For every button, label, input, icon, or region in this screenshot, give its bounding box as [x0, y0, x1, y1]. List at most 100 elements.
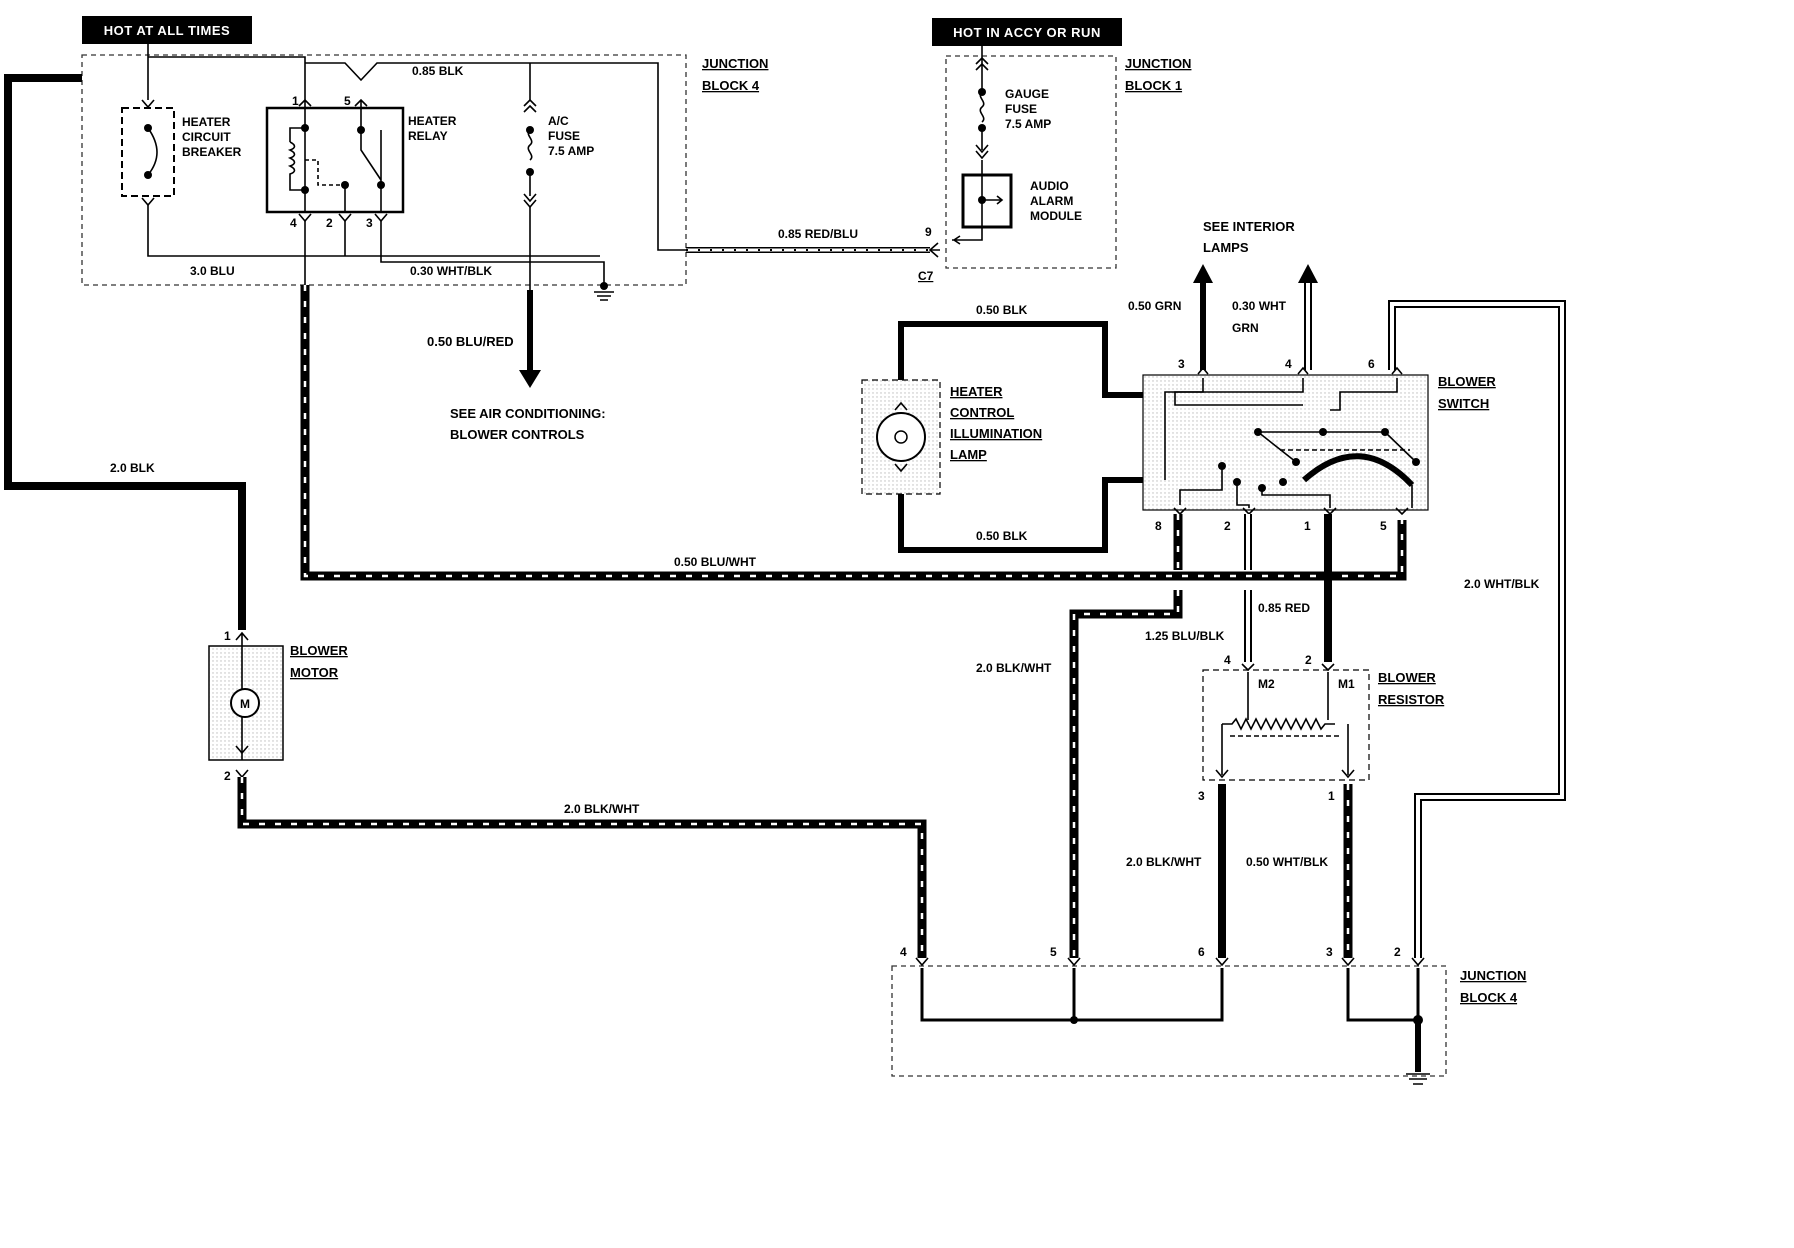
wire-20-blk-wht-bottom: 2.0 BLK/WHT: [1126, 855, 1202, 869]
blower-motor: M: [208, 631, 284, 779]
junction-block-4-top-label-1: JUNCTION: [702, 56, 768, 71]
wire-085-blk: 0.85 BLK: [412, 64, 464, 78]
ac-fuse: [523, 63, 537, 290]
junction-pin-5: 5: [1050, 945, 1057, 959]
resistor-pin-3: 3: [1198, 789, 1205, 803]
resistor-m2: M2: [1258, 677, 1275, 691]
switch-pin-6: 6: [1368, 357, 1375, 371]
wire-20-wht-blk: 2.0 WHT/BLK: [1464, 577, 1540, 591]
wiring-diagram: HOT AT ALL TIMES HOT IN ACCY OR RUN JUNC…: [4, 16, 1566, 1085]
wire-20-blk-wht-left: 2.0 BLK/WHT: [564, 802, 640, 816]
switch-pin-4: 4: [1285, 357, 1292, 371]
svg-text:HOT IN ACCY OR RUN: HOT IN ACCY OR RUN: [953, 25, 1101, 40]
wire-050-blu-wht: 0.50 BLU/WHT: [674, 555, 757, 569]
switch-pin-8: 8: [1155, 519, 1162, 533]
relay-pin-4: 4: [290, 216, 297, 230]
ac-fuse-label-2: FUSE: [548, 129, 580, 143]
relay-pin-1: 1: [292, 94, 299, 108]
relay-pin-5: 5: [344, 94, 351, 108]
wire-125-blu-blk: 1.25 BLU/BLK: [1145, 629, 1225, 643]
gauge-fuse-label-1: GAUGE: [1005, 87, 1049, 101]
audio-alarm-module: [952, 160, 1013, 245]
lamp-label-3: ILLUMINATION: [950, 426, 1042, 441]
wire-30-blu: 3.0 BLU: [190, 264, 235, 278]
gauge-fuse-label-2: FUSE: [1005, 102, 1037, 116]
audio-alarm-module-label-3: MODULE: [1030, 209, 1082, 223]
wire-085-red: 0.85 RED: [1258, 601, 1310, 615]
ground-icon: [594, 282, 614, 301]
blower-motor-label-2: MOTOR: [290, 665, 339, 680]
junction-block-1-label-2: BLOCK 1: [1125, 78, 1182, 93]
wire-050-grn: 0.50 GRN: [1128, 299, 1181, 313]
resistor-pin-1: 1: [1328, 789, 1335, 803]
heater-circuit-breaker-label-2: CIRCUIT: [182, 130, 231, 144]
heater-control-illumination-lamp: [861, 321, 1143, 553]
junction-block-4-bottom-label-1: JUNCTION: [1460, 968, 1526, 983]
gauge-fuse: [975, 46, 989, 160]
heater-circuit-breaker: [121, 99, 600, 257]
connector-c7: C7: [918, 269, 934, 283]
junction-block-4-top-label-2: BLOCK 4: [702, 78, 760, 93]
wire-20-blk-wht-mid: 2.0 BLK/WHT: [976, 661, 1052, 675]
wire-20-blk: 2.0 BLK: [110, 461, 155, 475]
junction-pin-2: 2: [1394, 945, 1401, 959]
see-air-conditioning-2: BLOWER CONTROLS: [450, 427, 585, 442]
hot-at-all-times-header: HOT AT ALL TIMES: [82, 16, 252, 44]
resistor-pin-4: 4: [1224, 653, 1231, 667]
motor-pin-1: 1: [224, 629, 231, 643]
lamp-label-4: LAMP: [950, 447, 987, 462]
relay-pin-3: 3: [366, 216, 373, 230]
see-air-conditioning-1: SEE AIR CONDITIONING:: [450, 406, 606, 421]
switch-pin-1: 1: [1304, 519, 1311, 533]
ac-fuse-label-3: 7.5 AMP: [548, 144, 594, 158]
junction-block-1: [945, 55, 1117, 269]
wire-050-wht-blk-bottom: 0.50 WHT/BLK: [1246, 855, 1328, 869]
switch-pin-3: 3: [1178, 357, 1185, 371]
svg-text:HOT AT ALL TIMES: HOT AT ALL TIMES: [104, 23, 230, 38]
wire-050-blk-top: 0.50 BLK: [976, 303, 1028, 317]
wire-085-red-blu: 0.85 RED/BLU: [778, 227, 858, 241]
gauge-fuse-label-3: 7.5 AMP: [1005, 117, 1051, 131]
junction-block-1-label-1: JUNCTION: [1125, 56, 1191, 71]
heater-relay: [265, 98, 605, 288]
lamp-label-2: CONTROL: [950, 405, 1014, 420]
lamp-label-1: HEATER: [950, 384, 1003, 399]
junction-bottom-bus: [915, 957, 1430, 1085]
junction-block-4-bottom-label-2: BLOCK 4: [1460, 990, 1518, 1005]
junction-pin-4: 4: [900, 945, 907, 959]
junction-block-4-top: [81, 54, 687, 286]
switch-pin-5: 5: [1380, 519, 1387, 533]
blower-motor-symbol: M: [240, 697, 250, 711]
connector-c7-pin: 9: [925, 225, 932, 239]
junction-pin-3: 3: [1326, 945, 1333, 959]
heater-relay-label-2: RELAY: [408, 129, 448, 143]
blower-resistor-label-2: RESISTOR: [1378, 692, 1445, 707]
resistor-m1: M1: [1338, 677, 1355, 691]
audio-alarm-module-label-2: ALARM: [1030, 194, 1073, 208]
blower-resistor-label-1: BLOWER: [1378, 670, 1436, 685]
heater-circuit-breaker-label-3: BREAKER: [182, 145, 242, 159]
audio-alarm-module-label-1: AUDIO: [1030, 179, 1069, 193]
hot-in-accy-or-run-header: HOT IN ACCY OR RUN: [932, 18, 1122, 46]
ac-fuse-label-1: A/C: [548, 114, 569, 128]
junction-block-4-bottom: [891, 965, 1447, 1077]
heater-relay-label-1: HEATER: [408, 114, 457, 128]
blower-switch-label-2: SWITCH: [1438, 396, 1489, 411]
wire-030-wht-grn-2: GRN: [1232, 321, 1259, 335]
resistor-pin-2: 2: [1305, 653, 1312, 667]
wire-050-blu-red: 0.50 BLU/RED: [427, 334, 514, 349]
wire-030-wht-blk-top: 0.30 WHT/BLK: [410, 264, 492, 278]
heater-circuit-breaker-label-1: HEATER: [182, 115, 231, 129]
motor-pin-2: 2: [224, 769, 231, 783]
blower-resistor: [1202, 663, 1370, 781]
wire-030-wht-grn-1: 0.30 WHT: [1232, 299, 1287, 313]
blower-motor-label-1: BLOWER: [290, 643, 348, 658]
see-interior-lamps-2: LAMPS: [1203, 240, 1249, 255]
switch-pin-2: 2: [1224, 519, 1231, 533]
relay-pin-2: 2: [326, 216, 333, 230]
see-interior-lamps-1: SEE INTERIOR: [1203, 219, 1295, 234]
blower-switch: [1142, 366, 1429, 516]
wire-050-blk-bottom: 0.50 BLK: [976, 529, 1028, 543]
blower-switch-label-1: BLOWER: [1438, 374, 1496, 389]
junction-pin-6: 6: [1198, 945, 1205, 959]
